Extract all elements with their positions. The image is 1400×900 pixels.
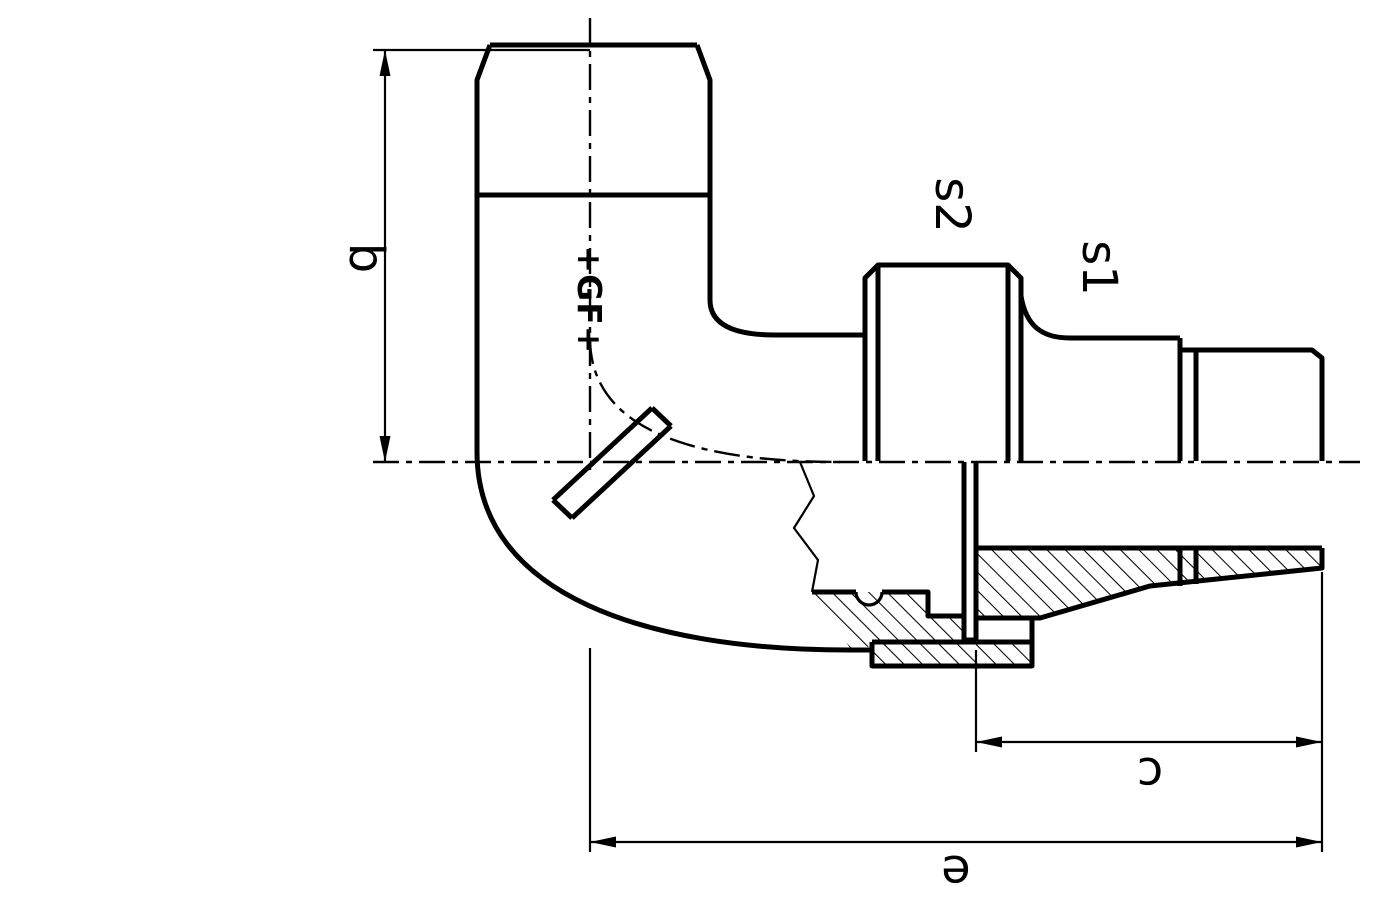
union-nut-outline [862,262,1024,461]
centerlines [373,18,1360,470]
dim-b-arrow-top [379,50,391,76]
local-section-band [551,406,673,520]
label-c: c [1137,746,1163,802]
section-outlines [792,461,1325,669]
thread-relief-groove [854,591,884,607]
label-s1: s1 [1071,240,1127,296]
vertical-pipe-outline [474,42,713,452]
dim-b-arrow-bottom [379,436,391,462]
part-outline [474,42,1325,653]
label-e: e [941,844,971,900]
male-adapter-outline [1018,295,1325,461]
section-thread-lines [1177,548,1199,586]
section-seat-face [961,462,979,643]
inner-fillet [707,299,865,338]
dimension-c: c [974,572,1324,852]
dimension-e: e [588,648,1322,900]
hatch-male-wall [976,548,1322,618]
section-hatching [812,548,1322,666]
dim-c-arrow-right [1296,736,1322,748]
elbow-outer-curve [474,451,872,653]
section-nut-bar [869,618,1035,669]
break-line [792,461,820,593]
hatch-nut-section [872,642,1032,666]
size-labels: s2 s1 [924,177,1127,296]
dim-e-arrow-left [590,836,616,848]
label-s2: s2 [924,177,980,233]
centerline-elbow-arc [588,337,841,464]
dim-c-arrow-left [976,736,1002,748]
label-b: b [338,243,394,273]
dimension-b: b [338,48,590,462]
section-bottom-contour [976,548,1325,621]
manufacturer-logo: +GF+ [570,246,609,355]
section-socket-profile [812,589,964,619]
dim-e-arrow-right [1296,836,1322,848]
